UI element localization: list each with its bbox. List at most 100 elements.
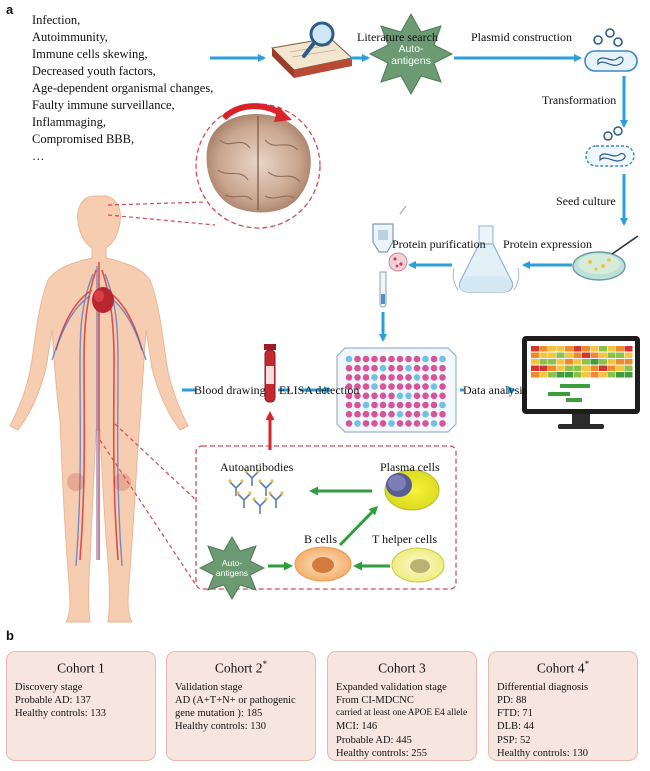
panel-b-label: b bbox=[6, 628, 14, 643]
heatmap-cell bbox=[539, 352, 548, 358]
heatmap-cell bbox=[556, 352, 565, 358]
heatmap-cell bbox=[607, 346, 616, 352]
elisa-well bbox=[379, 401, 387, 409]
factor-item: … bbox=[32, 149, 45, 163]
elisa-well bbox=[405, 420, 412, 427]
elisa-well bbox=[362, 420, 370, 427]
elisa-well bbox=[422, 420, 429, 427]
heatmap-cell bbox=[539, 359, 548, 365]
heatmap-cell bbox=[539, 372, 548, 378]
heatmap-cell bbox=[607, 359, 616, 365]
elisa-well bbox=[422, 383, 429, 390]
elisa-well bbox=[413, 364, 421, 372]
b-cells-label: B cells bbox=[304, 532, 337, 546]
cohort-line: PSP: 52 bbox=[497, 734, 531, 746]
elisa-well bbox=[422, 410, 429, 418]
protein-purification-label: Protein purification bbox=[392, 237, 486, 251]
heatmap-cell bbox=[548, 372, 556, 378]
heatmap-cell bbox=[599, 365, 607, 371]
elisa-well bbox=[396, 410, 404, 418]
heatmap-cell bbox=[548, 346, 556, 352]
elisa-well bbox=[422, 374, 429, 381]
cohort-line: PD: 88 bbox=[497, 694, 527, 706]
heatmap-cell bbox=[616, 359, 624, 365]
elisa-well bbox=[371, 364, 378, 372]
petri-dish-illustration bbox=[572, 235, 639, 281]
elisa-well bbox=[371, 420, 378, 427]
elisa-well bbox=[354, 392, 361, 400]
elisa-well bbox=[345, 392, 353, 400]
elisa-well bbox=[354, 374, 361, 381]
heatmap-cell bbox=[531, 372, 539, 378]
elisa-well bbox=[405, 392, 412, 400]
small-auto-antigens-line: Auto- bbox=[221, 558, 243, 568]
transformed-bacteria-illustration bbox=[585, 126, 635, 167]
cohort-title: Cohort 1 bbox=[57, 660, 105, 676]
elisa-well bbox=[396, 364, 404, 372]
cohort-line: MCI: 146 bbox=[336, 721, 378, 733]
cohort-line: gene mutation ): 185 bbox=[175, 708, 263, 720]
heatmap-bar bbox=[548, 392, 570, 396]
elisa-well bbox=[439, 364, 446, 372]
workflow-diagram bbox=[9, 12, 640, 623]
heatmap-cell bbox=[548, 352, 556, 358]
cohort-title: Cohort 4* bbox=[536, 659, 590, 676]
heatmap-cell bbox=[599, 346, 607, 352]
literature-book-illustration bbox=[270, 21, 354, 78]
heatmap-cell bbox=[616, 365, 624, 371]
elisa-well bbox=[388, 364, 395, 372]
heatmap-cell bbox=[556, 372, 565, 378]
elisa-well bbox=[379, 420, 387, 427]
auto-antigens-label: Auto- antigens bbox=[383, 43, 439, 67]
elisa-well bbox=[362, 392, 370, 400]
elisa-well bbox=[354, 364, 361, 372]
heatmap-cell bbox=[565, 346, 573, 352]
cohort-line: From CI-MDCNC bbox=[336, 694, 414, 706]
heatmap-cell bbox=[616, 346, 624, 352]
elisa-well bbox=[371, 383, 378, 390]
erlenmeyer-flask-illustration bbox=[452, 225, 520, 293]
elisa-well bbox=[388, 383, 395, 390]
cohort-1-box: Cohort 1 Discovery stage Probable AD: 13… bbox=[6, 651, 156, 761]
blood-drawing-label: Blood drawing bbox=[194, 383, 266, 397]
heatmap-cell bbox=[607, 365, 616, 371]
heatmap-cell bbox=[548, 359, 556, 365]
elisa-well bbox=[379, 364, 387, 372]
heatmap-cell bbox=[599, 372, 607, 378]
elisa-well bbox=[371, 410, 378, 418]
elisa-well bbox=[354, 410, 361, 418]
cohort-line: Healthy controls: 130 bbox=[497, 747, 588, 759]
elisa-well bbox=[413, 401, 421, 409]
elisa-well bbox=[362, 364, 370, 372]
human-body-illustration bbox=[9, 195, 189, 623]
plasmid-tube-illustration bbox=[584, 28, 638, 72]
heatmap-cell bbox=[531, 352, 539, 358]
plasma-cell-illustration bbox=[384, 469, 440, 511]
cohort-line: Healthy controls: 255 bbox=[336, 747, 427, 759]
elisa-well bbox=[439, 355, 446, 363]
heatmap-cell bbox=[607, 372, 616, 378]
cohort-line: AD (A+T+N+ or pathogenic bbox=[175, 694, 296, 706]
elisa-well bbox=[430, 392, 438, 400]
t-helper-cell-illustration bbox=[391, 547, 445, 583]
elisa-well bbox=[388, 355, 395, 363]
elisa-well bbox=[379, 410, 387, 418]
elisa-well bbox=[405, 364, 412, 372]
elisa-well bbox=[413, 410, 421, 418]
cohort-line: Probable AD: 137 bbox=[15, 694, 91, 706]
elisa-well bbox=[354, 401, 361, 409]
autoantibodies-label: Autoantibodies bbox=[220, 460, 294, 474]
cohort-line: Validation stage bbox=[175, 681, 243, 693]
cohort-line: Healthy controls: 133 bbox=[15, 708, 106, 720]
elisa-well bbox=[396, 383, 404, 390]
elisa-well bbox=[422, 392, 429, 400]
heatmap-cell bbox=[573, 352, 582, 358]
elisa-well bbox=[430, 410, 438, 418]
small-auto-antigens-star bbox=[198, 535, 266, 601]
elisa-well bbox=[422, 364, 429, 372]
t-helper-cells-label: T helper cells bbox=[372, 532, 438, 546]
seed-culture-label: Seed culture bbox=[556, 194, 616, 208]
panel-a-label: a bbox=[6, 2, 14, 17]
elisa-well bbox=[430, 420, 438, 427]
elisa-well bbox=[439, 374, 446, 381]
